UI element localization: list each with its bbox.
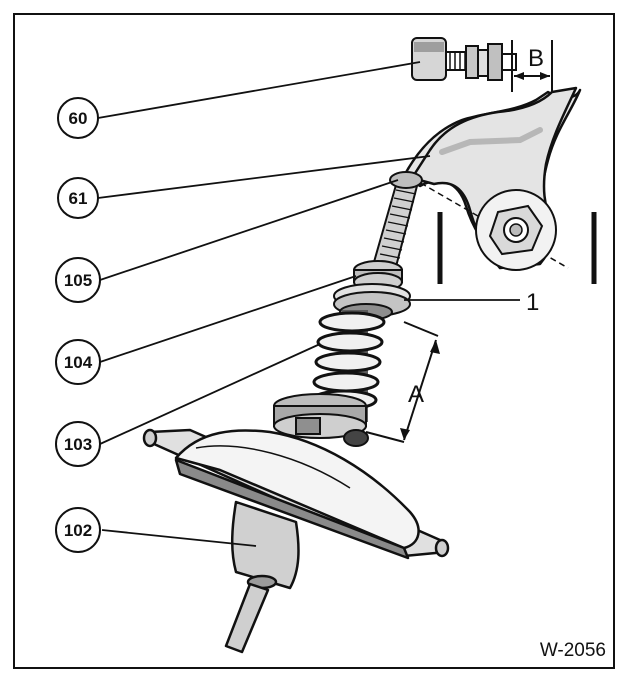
- callout-105: 105: [55, 257, 101, 303]
- dimension-b: [511, 40, 553, 92]
- dimension-b-label: B: [528, 45, 544, 72]
- leader-lines: [97, 61, 520, 547]
- inset-detail: [475, 189, 557, 271]
- callout-105-label: 105: [64, 271, 92, 290]
- vacuum-unit-102: [142, 428, 450, 654]
- dimension-a: [365, 321, 440, 443]
- callout-102: 102: [55, 507, 101, 553]
- callout-103: 103: [55, 421, 101, 467]
- callout-102-label: 102: [64, 521, 92, 540]
- figure-id: W-2056: [540, 640, 606, 661]
- upper-nut-stack-104: [333, 260, 411, 321]
- callout-104: 104: [55, 339, 101, 385]
- callout-61-label: 61: [69, 189, 88, 208]
- callout-61: 61: [57, 177, 99, 219]
- callout-103-label: 103: [64, 435, 92, 454]
- callout-60-label: 60: [69, 109, 88, 128]
- part-1-label: 1: [526, 289, 539, 316]
- callout-104-label: 104: [64, 353, 93, 372]
- lower-nut: [273, 393, 369, 447]
- dimension-a-label: A: [408, 381, 424, 408]
- callout-60: 60: [57, 97, 99, 139]
- bracket-shading: [439, 127, 543, 155]
